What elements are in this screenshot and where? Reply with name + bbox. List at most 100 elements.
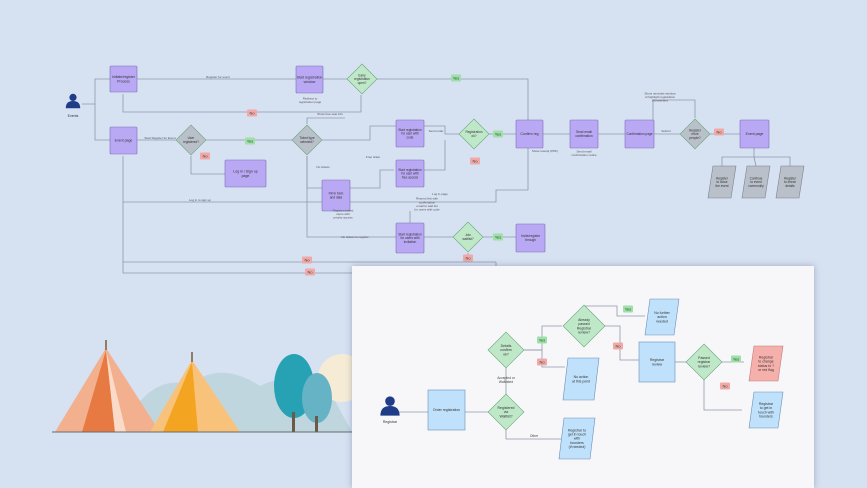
back-tag-no-2 (200, 152, 210, 160)
edge-d1-back (122, 94, 362, 113)
back-tag-no-2-label: No (202, 153, 208, 158)
back-early-open (346, 63, 378, 95)
front-tag-no-3 (720, 382, 730, 390)
front-actor-label: Registrar (383, 420, 398, 424)
back-tag-yes-3 (493, 130, 503, 138)
tent-left-door (82, 350, 115, 432)
edge-reg2-ok (424, 125, 459, 135)
edge-type-invite (306, 156, 396, 238)
back-send-email (569, 119, 599, 149)
edge-actor-top (82, 78, 110, 105)
back-initiate-process (109, 65, 138, 93)
back-edge-no-tickets: No tickets (316, 165, 330, 169)
back-tag-no-4-label: No (716, 129, 722, 134)
back-tag-no-3 (470, 157, 480, 165)
back-user-registered (175, 124, 207, 156)
back-reg-code (395, 119, 425, 148)
tree-back-trunk (292, 412, 295, 432)
front-edge-other: Other (530, 434, 539, 438)
back-tag-yes-4 (493, 233, 503, 241)
back-ticket-selected (291, 124, 323, 156)
back-tag-no-1 (247, 109, 257, 117)
back-edge-send-order: Send order (429, 129, 444, 133)
back-fill-form (321, 179, 351, 212)
back-doc-close (707, 165, 737, 199)
back-confirm-reg (515, 119, 544, 149)
front-actor-icon-body (380, 406, 400, 416)
front-tag-yes-1 (537, 336, 547, 344)
back-join-waitlist (452, 221, 484, 253)
edge-event-login (122, 148, 529, 203)
back-invite-register (515, 223, 546, 253)
tree-front-trunk (315, 416, 318, 432)
back-edge-newuser: Log in page (432, 192, 448, 196)
edge-type-seat (306, 117, 345, 124)
front-tag-no-2-label: No (615, 343, 621, 348)
back-tag-no-6-label: No (304, 257, 310, 262)
back-tag-no-7-label: No (307, 269, 313, 274)
back-tag-yes-1-label: Yes (453, 75, 460, 80)
front-registered-via (487, 393, 525, 431)
front-change-status (748, 345, 784, 382)
back-tag-yes-1 (451, 74, 461, 82)
tent-left-light (106, 350, 126, 432)
back-tag-yes-2-label: Yes (247, 138, 254, 143)
edge-end-d1 (721, 148, 755, 166)
back-edge-login: Log in to sign up (189, 198, 211, 202)
edge-more-loop (652, 99, 696, 120)
back-edge-seat: Show free seat info (317, 112, 343, 116)
tree-front (302, 373, 332, 423)
back-actor-icon-head (69, 93, 77, 101)
front-tag-no-2 (613, 342, 623, 350)
back-reg-free (395, 159, 425, 188)
back-confirmation-page-label: Confirmation page (626, 132, 652, 136)
tent-right-door (163, 362, 198, 432)
back-register-more (679, 118, 711, 150)
front-tag-yes-2 (623, 305, 633, 313)
back-tag-yes-2 (245, 137, 255, 145)
front-actor-icon-head (385, 396, 395, 406)
back-reg-invite (395, 222, 425, 254)
edge-d1-right (377, 78, 529, 120)
front-tag-no-1 (537, 358, 547, 366)
back-tag-no-5-label: No (465, 255, 471, 260)
front-tag-yes-3-label: Yes (733, 356, 740, 361)
edge-end-d2 (753, 156, 757, 167)
back-start-registration (295, 65, 324, 94)
back-edge-no-tickets-reg: No tickets to register (341, 235, 368, 239)
edge-passed-founders (703, 380, 742, 411)
back-tag-no-4 (714, 128, 724, 136)
front-order-registration-label: Order registration (433, 408, 460, 412)
front-tag-yes-2-label: Yes (625, 306, 632, 311)
back-login-page (224, 159, 267, 188)
front-tag-yes-1-label: Yes (539, 337, 546, 342)
back-actor-label: Events (68, 114, 79, 118)
